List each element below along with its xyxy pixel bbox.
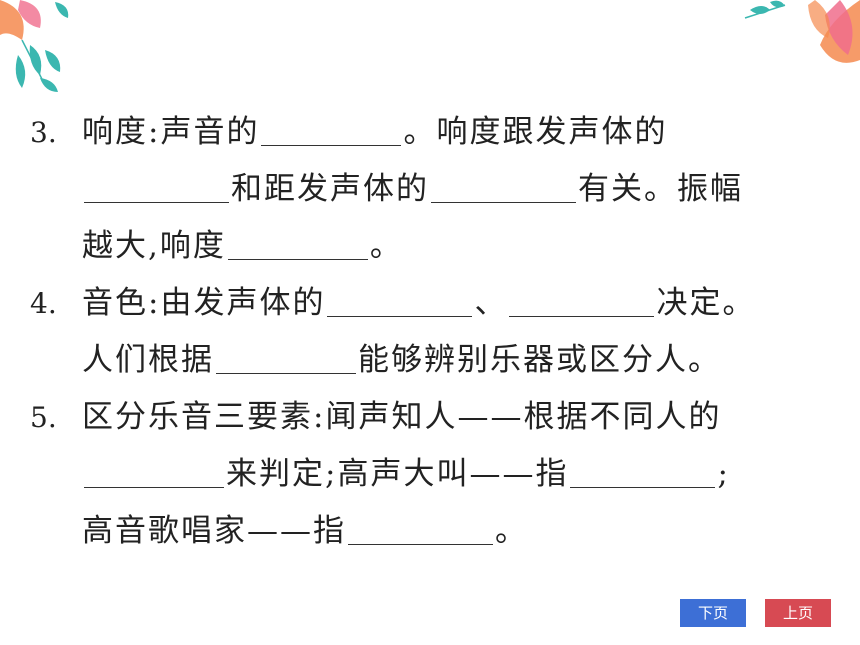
item-text: 响度:声音的	[82, 114, 260, 150]
question-list: 3.响度:声音的。响度跟发声体的 和距发声体的有关。振幅 越大,响度。 4.音色…	[30, 104, 820, 560]
answer-blank[interactable]	[227, 258, 368, 260]
item-text: ;	[717, 456, 730, 492]
item-text: 有关。振幅	[578, 171, 743, 207]
item-number: 5.	[30, 401, 57, 434]
item-text: 决定。	[656, 285, 756, 321]
item-4-line-2: 人们根据 能够辨别乐器或区分人。	[30, 332, 820, 389]
item-text: 。响度跟发声体的	[403, 114, 668, 150]
answer-blank[interactable]	[570, 486, 716, 488]
item-text: 人们根据	[82, 342, 214, 378]
answer-blank[interactable]	[261, 144, 402, 146]
answer-blank[interactable]	[84, 486, 224, 488]
answer-blank[interactable]	[216, 372, 356, 374]
next-page-button[interactable]: 下页	[680, 599, 746, 627]
item-5-line-3: 高音歌唱家——指 。	[30, 503, 820, 560]
floral-decoration-right-icon	[744, 0, 860, 63]
item-text: 和距发声体的	[231, 171, 429, 207]
item-text: 高音歌唱家——指	[82, 513, 346, 549]
item-text: 越大,响度	[82, 228, 226, 264]
answer-blank[interactable]	[348, 543, 493, 545]
answer-blank[interactable]	[84, 201, 229, 203]
item-3-line-3: 越大,响度 。	[30, 218, 820, 275]
item-text: 能够辨别乐器或区分人。	[358, 342, 721, 378]
item-number: 3.	[30, 116, 57, 149]
floral-decoration-left-icon	[0, 0, 69, 92]
item-text: 。	[369, 228, 403, 264]
item-text: 。	[495, 513, 528, 549]
item-text: 、	[474, 285, 508, 321]
item-4-line-1: 4. 音色:由发声体的 、 决定。	[30, 275, 820, 332]
item-number: 4.	[30, 287, 57, 320]
previous-page-button[interactable]: 上页	[765, 599, 831, 627]
item-5-line-1: 5. 区分乐音三要素:闻声知人——根据不同人的	[30, 389, 820, 446]
item-text: 来判定;高声大叫——指	[226, 456, 569, 492]
item-text: 区分乐音三要素:闻声知人——根据不同人的	[82, 399, 722, 435]
answer-blank[interactable]	[509, 315, 655, 317]
item-text: 音色:由发声体的	[82, 285, 326, 321]
answer-blank[interactable]	[327, 315, 473, 317]
item-3-line-1: 3. 响度:声音的 。响度跟发声体的	[30, 104, 820, 161]
item-3-line-2: 和距发声体的 有关。振幅	[30, 161, 820, 218]
item-5-line-2: 来判定;高声大叫——指;	[30, 446, 820, 503]
answer-blank[interactable]	[431, 201, 576, 203]
